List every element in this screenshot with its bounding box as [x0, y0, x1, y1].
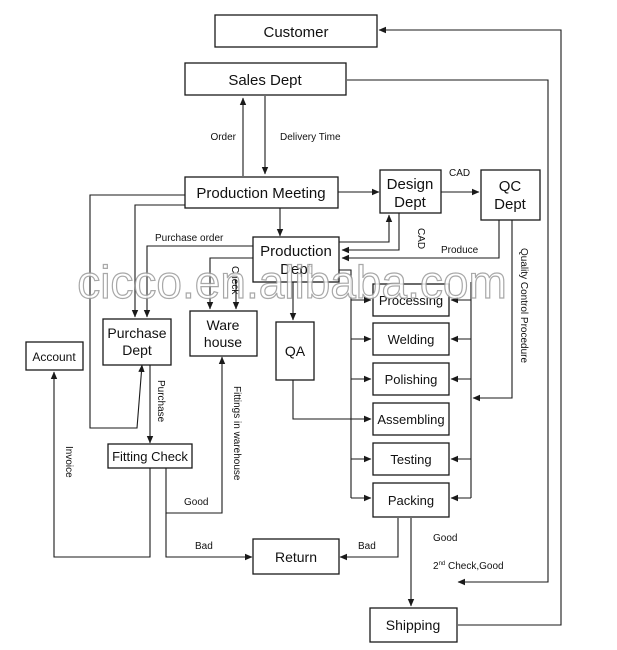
watermark-text: cicco.en.alibaba.com: [77, 256, 507, 308]
check-label: Check: [229, 266, 240, 295]
purchase-dept-box: Purchase Dept: [102, 318, 172, 366]
arrow-fitting-to-warehouse: [165, 356, 226, 514]
warehouse-label-2: house: [204, 334, 242, 350]
sales-dept-box: Sales Dept: [184, 62, 347, 96]
arrow-qc-to-production-dept: [341, 220, 500, 262]
account-box: Account: [25, 341, 84, 371]
invoice-label: Invoice: [63, 446, 74, 478]
arrow-meeting-to-purchase: [89, 194, 185, 429]
qc-dept-label-2: Dept: [494, 196, 527, 213]
cad-vertical-label: CAD: [415, 228, 426, 249]
shipping-box: Shipping: [369, 607, 458, 643]
warehouse-box: Ware house: [189, 310, 258, 357]
arrow-production-to-warehouse: [206, 257, 253, 310]
arrow-sales-to-customer: [347, 79, 549, 586]
fittings-in-warehouse-label: Fittings in warehouse: [231, 386, 242, 481]
arrow-design-to-production-dept: [341, 213, 400, 254]
good-packing-label: Good: [433, 533, 457, 544]
quality-control-procedure-label: Quality Control Procedure: [518, 248, 529, 363]
cad-horizontal-label: CAD: [449, 168, 470, 179]
production-dept-box: Production Dept: [252, 236, 340, 283]
testing-label: Testing: [390, 452, 431, 467]
polishing-label: Polishing: [385, 372, 438, 387]
purchase-order-label: Purchase order: [155, 233, 224, 244]
warehouse-label-1: Ware: [207, 317, 240, 333]
design-dept-label-2: Dept: [394, 194, 427, 211]
polishing-box: Polishing: [372, 362, 450, 396]
testing-box: Testing: [372, 442, 450, 476]
arrow-production-to-purchase: [143, 245, 253, 318]
arrow-qc-to-assembling: [472, 220, 513, 402]
purchase-dept-label-1: Purchase: [107, 325, 166, 341]
second-check-good-label: 2nd Check,Good: [433, 561, 504, 572]
connectors: [50, 26, 562, 626]
processing-box: Processing: [372, 283, 450, 317]
qc-dept-box: QC Dept: [480, 169, 541, 221]
production-meeting-label: Production Meeting: [196, 185, 325, 202]
return-box: Return: [252, 538, 340, 575]
sales-dept-label: Sales Dept: [228, 72, 302, 89]
bad-fitting-label: Bad: [195, 541, 213, 552]
order-label: Order: [210, 132, 236, 143]
welding-box: Welding: [372, 322, 450, 356]
produce-label: Produce: [441, 245, 479, 256]
shipping-label: Shipping: [386, 617, 441, 633]
account-label: Account: [32, 350, 76, 364]
arrow-qa-to-assembling: [292, 380, 372, 423]
packing-label: Packing: [388, 493, 434, 508]
processing-label: Processing: [379, 293, 443, 308]
assembling-label: Assembling: [377, 412, 444, 427]
qc-dept-label-1: QC: [499, 178, 522, 195]
customer-label: Customer: [263, 24, 328, 41]
qa-box: QA: [275, 321, 315, 381]
welding-label: Welding: [388, 332, 435, 347]
design-dept-label-1: Design: [387, 176, 434, 193]
arrow-shipping-to-customer: [378, 26, 562, 626]
delivery-time-label: Delivery Time: [280, 132, 341, 143]
production-meeting-box: Production Meeting: [184, 176, 339, 209]
arrow-fitting-to-return: [165, 513, 253, 561]
arrow-production-to-process-column: [339, 269, 352, 296]
purchase-label: Purchase: [155, 380, 166, 423]
arrow-meeting-loop-purchase: [131, 204, 185, 318]
fitting-check-label: Fitting Check: [112, 449, 188, 464]
return-label: Return: [275, 549, 317, 565]
arrow-fitting-to-account: [50, 371, 151, 558]
packing-box: Packing: [372, 482, 450, 518]
design-dept-box: Design Dept: [379, 169, 442, 214]
assembling-box: Assembling: [372, 402, 450, 436]
fitting-check-box: Fitting Check: [107, 443, 193, 469]
edge-labels: Order Delivery Time CAD CAD Purchase ord…: [63, 132, 529, 572]
production-dept-label-2: Dept: [280, 261, 313, 278]
purchase-dept-label-2: Dept: [122, 342, 152, 358]
production-dept-label-1: Production: [260, 243, 332, 260]
customer-box: Customer: [214, 14, 378, 48]
arrow-production-dept-to-design: [339, 214, 393, 243]
arrow-packing-to-return: [339, 518, 399, 561]
bad-packing-label: Bad: [358, 541, 376, 552]
good-fitting-label: Good: [184, 497, 208, 508]
qa-label: QA: [285, 343, 306, 359]
